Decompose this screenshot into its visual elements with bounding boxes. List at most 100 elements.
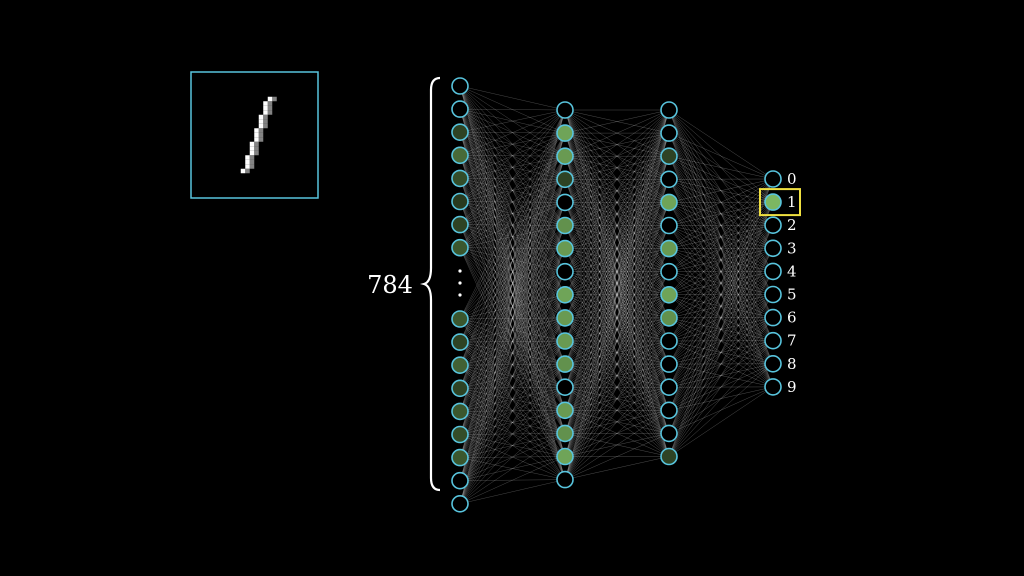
connection-line (564, 156, 670, 295)
connection-line (459, 225, 566, 343)
connection-line (459, 201, 566, 342)
hidden-layer-1-neuron (556, 147, 574, 165)
connection-line (564, 179, 670, 226)
hidden-layer-2-neuron (660, 378, 678, 397)
digit-pixel (263, 123, 268, 129)
connection-line (564, 132, 670, 180)
connection-line (564, 132, 670, 203)
connection-line (564, 294, 670, 411)
connection-line (668, 155, 774, 180)
connection-line (564, 294, 670, 434)
connection-line (459, 201, 566, 272)
connection-line (459, 224, 566, 411)
connection-line (564, 317, 670, 365)
connection-line (564, 225, 670, 457)
connection-line (459, 224, 566, 365)
input-layer-neuron (451, 425, 469, 444)
connection-line (564, 248, 670, 272)
connection-line (459, 109, 566, 411)
connection-line (564, 132, 670, 365)
connection-line (459, 179, 566, 504)
connection-line (668, 109, 774, 226)
connection-line (668, 109, 774, 341)
connection-line (564, 340, 670, 411)
connection-line (459, 179, 566, 389)
input-layer-neuron (451, 310, 469, 328)
connection-line (459, 340, 566, 366)
connection-line (564, 109, 670, 411)
connection-line (564, 410, 670, 457)
connection-line (459, 224, 566, 226)
hidden-layer-2-neuron-backing (661, 379, 677, 396)
connection-line (668, 271, 774, 388)
connection-line (668, 225, 774, 364)
connection-line (668, 178, 774, 249)
digit-pixel (258, 137, 264, 142)
input-layer-ellipsis (458, 269, 462, 297)
connection-line (459, 247, 566, 249)
hidden-layer-1-neuron-backing (557, 171, 573, 188)
connection-line (564, 340, 670, 457)
connection-line (459, 178, 566, 388)
connection-line (459, 340, 566, 412)
connection-line (459, 179, 566, 458)
connection-line (459, 317, 566, 412)
connection-line (459, 108, 566, 342)
connection-line (459, 156, 566, 248)
connection-line (459, 156, 566, 320)
output-layer-neuron-backing (765, 263, 781, 280)
connection-line (459, 387, 566, 504)
connection-line (459, 202, 566, 320)
connection-line (564, 225, 670, 249)
connection-line (668, 156, 774, 318)
connection-line (564, 109, 670, 434)
output-layer-neuron-backing (765, 309, 781, 326)
digit-pixel (240, 168, 246, 174)
connection-line (564, 109, 670, 272)
connection-line (459, 224, 566, 457)
connection-line (459, 109, 566, 179)
connection-line (668, 317, 774, 342)
connection-line (564, 132, 670, 180)
digit-pixel (258, 123, 264, 129)
connection-line (459, 340, 566, 343)
connection-line (459, 202, 566, 435)
connection-line (459, 386, 566, 412)
connection-line (564, 202, 670, 342)
connection-line (564, 202, 670, 365)
hidden-layer-1-neuron (556, 378, 574, 397)
connection-line (459, 108, 566, 295)
connection-line (668, 109, 774, 203)
connection-line (459, 363, 566, 435)
connection-line (564, 109, 670, 134)
connection-line (668, 109, 774, 364)
output-layer-neuron-backing (765, 332, 781, 349)
output-layer-neuron (764, 308, 782, 327)
connection-line (564, 202, 670, 319)
connection-line (564, 132, 670, 203)
connection-line (668, 317, 774, 388)
connection-line (459, 201, 566, 434)
connection-line (459, 388, 566, 411)
connection-line (459, 317, 566, 366)
connection-line (668, 225, 774, 388)
connection-line (668, 248, 774, 388)
connection-line (459, 224, 566, 480)
connection-line (564, 109, 670, 319)
input-layer-neuron-backing (452, 495, 468, 512)
connection-line (459, 317, 566, 458)
input-layer-neuron (451, 77, 469, 95)
hidden-layer-1-neuron (556, 170, 574, 189)
connection-line (459, 201, 566, 365)
connection-line (459, 178, 566, 411)
connection-line (564, 133, 670, 457)
connection-line (668, 202, 774, 341)
input-layer-neuron-backing (452, 311, 468, 327)
connection-line (459, 364, 566, 434)
connection-line (459, 202, 566, 366)
connection-line (668, 248, 774, 295)
connection-line (459, 155, 566, 272)
connection-line (564, 225, 670, 457)
connection-line (564, 225, 670, 296)
connection-line (564, 156, 670, 434)
